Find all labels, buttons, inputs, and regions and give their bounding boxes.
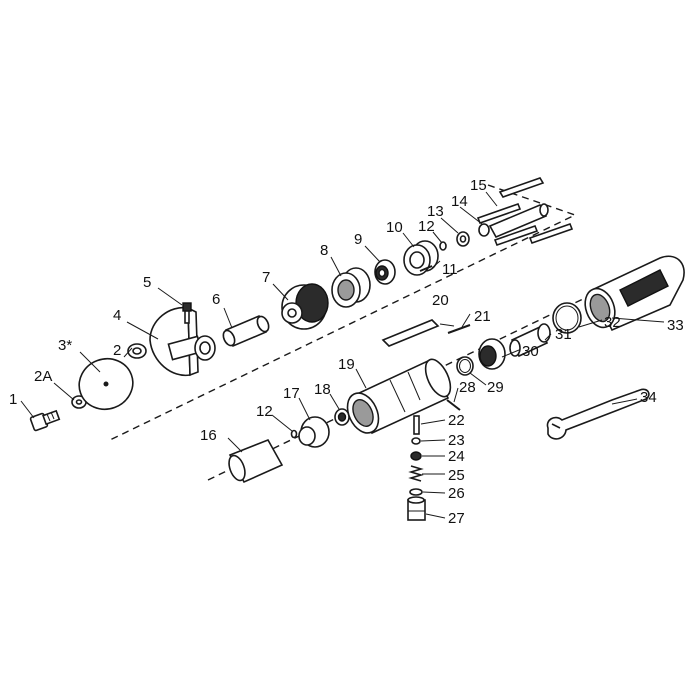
part-27-valve-cap [407,496,426,521]
part-21-pin [447,324,471,334]
part-31-air-inlet [509,323,551,358]
label-part-6: 6 [212,291,220,308]
label-part-20: 20 [432,292,449,309]
label-part-13: 13 [427,203,444,220]
label-part-29: 29 [487,379,504,396]
label-part-11: 11 [442,261,458,278]
part-24-valve [410,451,422,461]
part-20-lever [381,319,440,347]
label-part-2a: 2A [34,368,52,385]
part-labels: 1 2A 3* 2 4 5 6 7 8 9 10 11 12 13 14 15 … [9,177,684,527]
label-part-16: 16 [200,427,217,444]
part-14-rotor [478,203,549,239]
part-6-spindle [222,314,270,348]
part-2a-washer [71,395,87,409]
part-12-ring-lower [290,429,298,439]
label-part-31: 31 [555,326,572,343]
label-part-34: 34 [640,389,657,406]
label-part-32: 32 [604,314,621,331]
part-1-screw [29,409,61,432]
label-part-21: 21 [474,308,491,325]
part-30-nut [478,338,506,370]
label-part-33: 33 [667,317,684,334]
part-28-pin [446,399,461,411]
label-part-8: 8 [320,242,328,259]
part-2-washer [127,343,147,359]
label-part-14: 14 [451,193,468,210]
part-15-vanes [476,177,574,247]
label-part-4: 4 [113,307,121,324]
label-part-10: 10 [386,219,403,236]
label-part-15: 15 [470,177,487,194]
upper-dashed-line [109,184,577,441]
part-3-disc [78,357,134,411]
label-part-9: 9 [354,231,362,248]
label-part-17: 17 [283,385,300,402]
part-13-ring [456,231,470,247]
label-part-5: 5 [143,274,151,291]
part-17-cylinder [298,416,330,448]
label-part-25: 25 [448,467,465,484]
leader-lines [20,191,665,519]
label-part-12-lower: 12 [256,403,273,420]
part-9-bearing [374,259,396,285]
label-part-2: 2 [113,342,121,359]
part-34-wrench [546,388,650,440]
label-part-12-upper: 12 [418,218,435,235]
part-16-housing [228,438,284,484]
part-25-spring [408,465,424,482]
part-12-ring-upper [439,241,447,251]
label-part-18: 18 [314,381,331,398]
label-part-23: 23 [448,432,465,449]
part-26-o-ring [409,488,423,496]
part-19-motor-housing [346,358,452,435]
label-part-27: 27 [448,510,465,527]
part-29-o-ring [456,356,474,376]
part-22-valve-stem [413,415,420,435]
label-part-3: 3* [58,337,72,354]
part-32-o-ring [552,302,582,334]
part-7-bevel-gear [281,283,329,330]
label-part-22: 22 [448,412,465,429]
part-4-guard [149,306,216,377]
label-part-26: 26 [448,485,465,502]
label-part-24: 24 [448,448,465,465]
part-11-pin [419,265,433,272]
part-10-cap [403,240,439,276]
part-33-handle [584,255,685,332]
label-part-1: 1 [9,391,17,408]
label-part-28: 28 [459,379,476,396]
label-part-7: 7 [262,269,270,286]
label-part-30: 30 [522,343,539,360]
part-18-bearing [334,408,350,426]
part-23-o-ring [411,437,421,445]
part-8-bearing-housing [331,267,371,308]
part-5-screw [182,302,192,324]
label-part-19: 19 [338,356,355,373]
